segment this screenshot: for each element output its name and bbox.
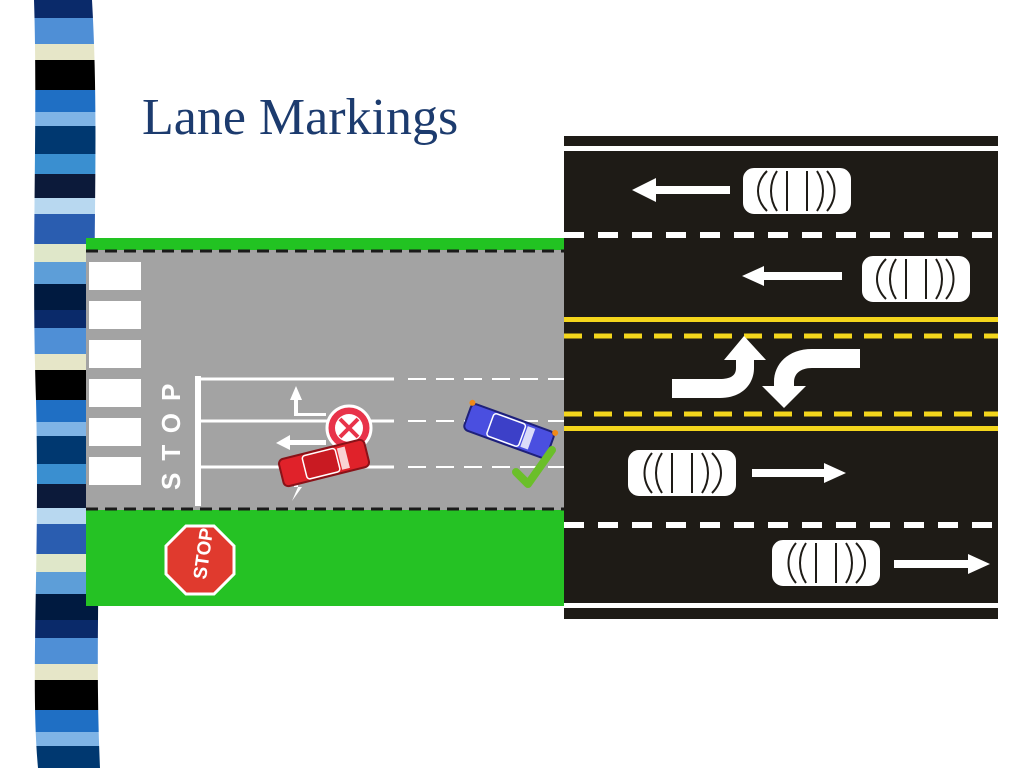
- slide-title: Lane Markings: [142, 89, 459, 146]
- red-car: [277, 438, 371, 488]
- lane-markings-road-illustration: [564, 136, 998, 619]
- car-icon: [770, 538, 882, 588]
- car-icon: [741, 166, 853, 216]
- stop-line-intersection-illustration: STOP STOP: [86, 238, 564, 606]
- arrow-left-icon: [632, 178, 730, 202]
- checkmark-icon: [512, 446, 556, 488]
- arrow-right-icon: [752, 463, 846, 483]
- stop-sign-icon: STOP: [164, 524, 236, 596]
- blue-car: [463, 399, 559, 459]
- car-icon: [626, 448, 738, 498]
- car-icon: [860, 254, 972, 304]
- arrow-right-icon: [894, 554, 990, 574]
- road-stop-marking: STOP: [156, 372, 186, 490]
- turn-arrow-icon: [672, 336, 860, 408]
- arrow-left-icon: [742, 266, 842, 286]
